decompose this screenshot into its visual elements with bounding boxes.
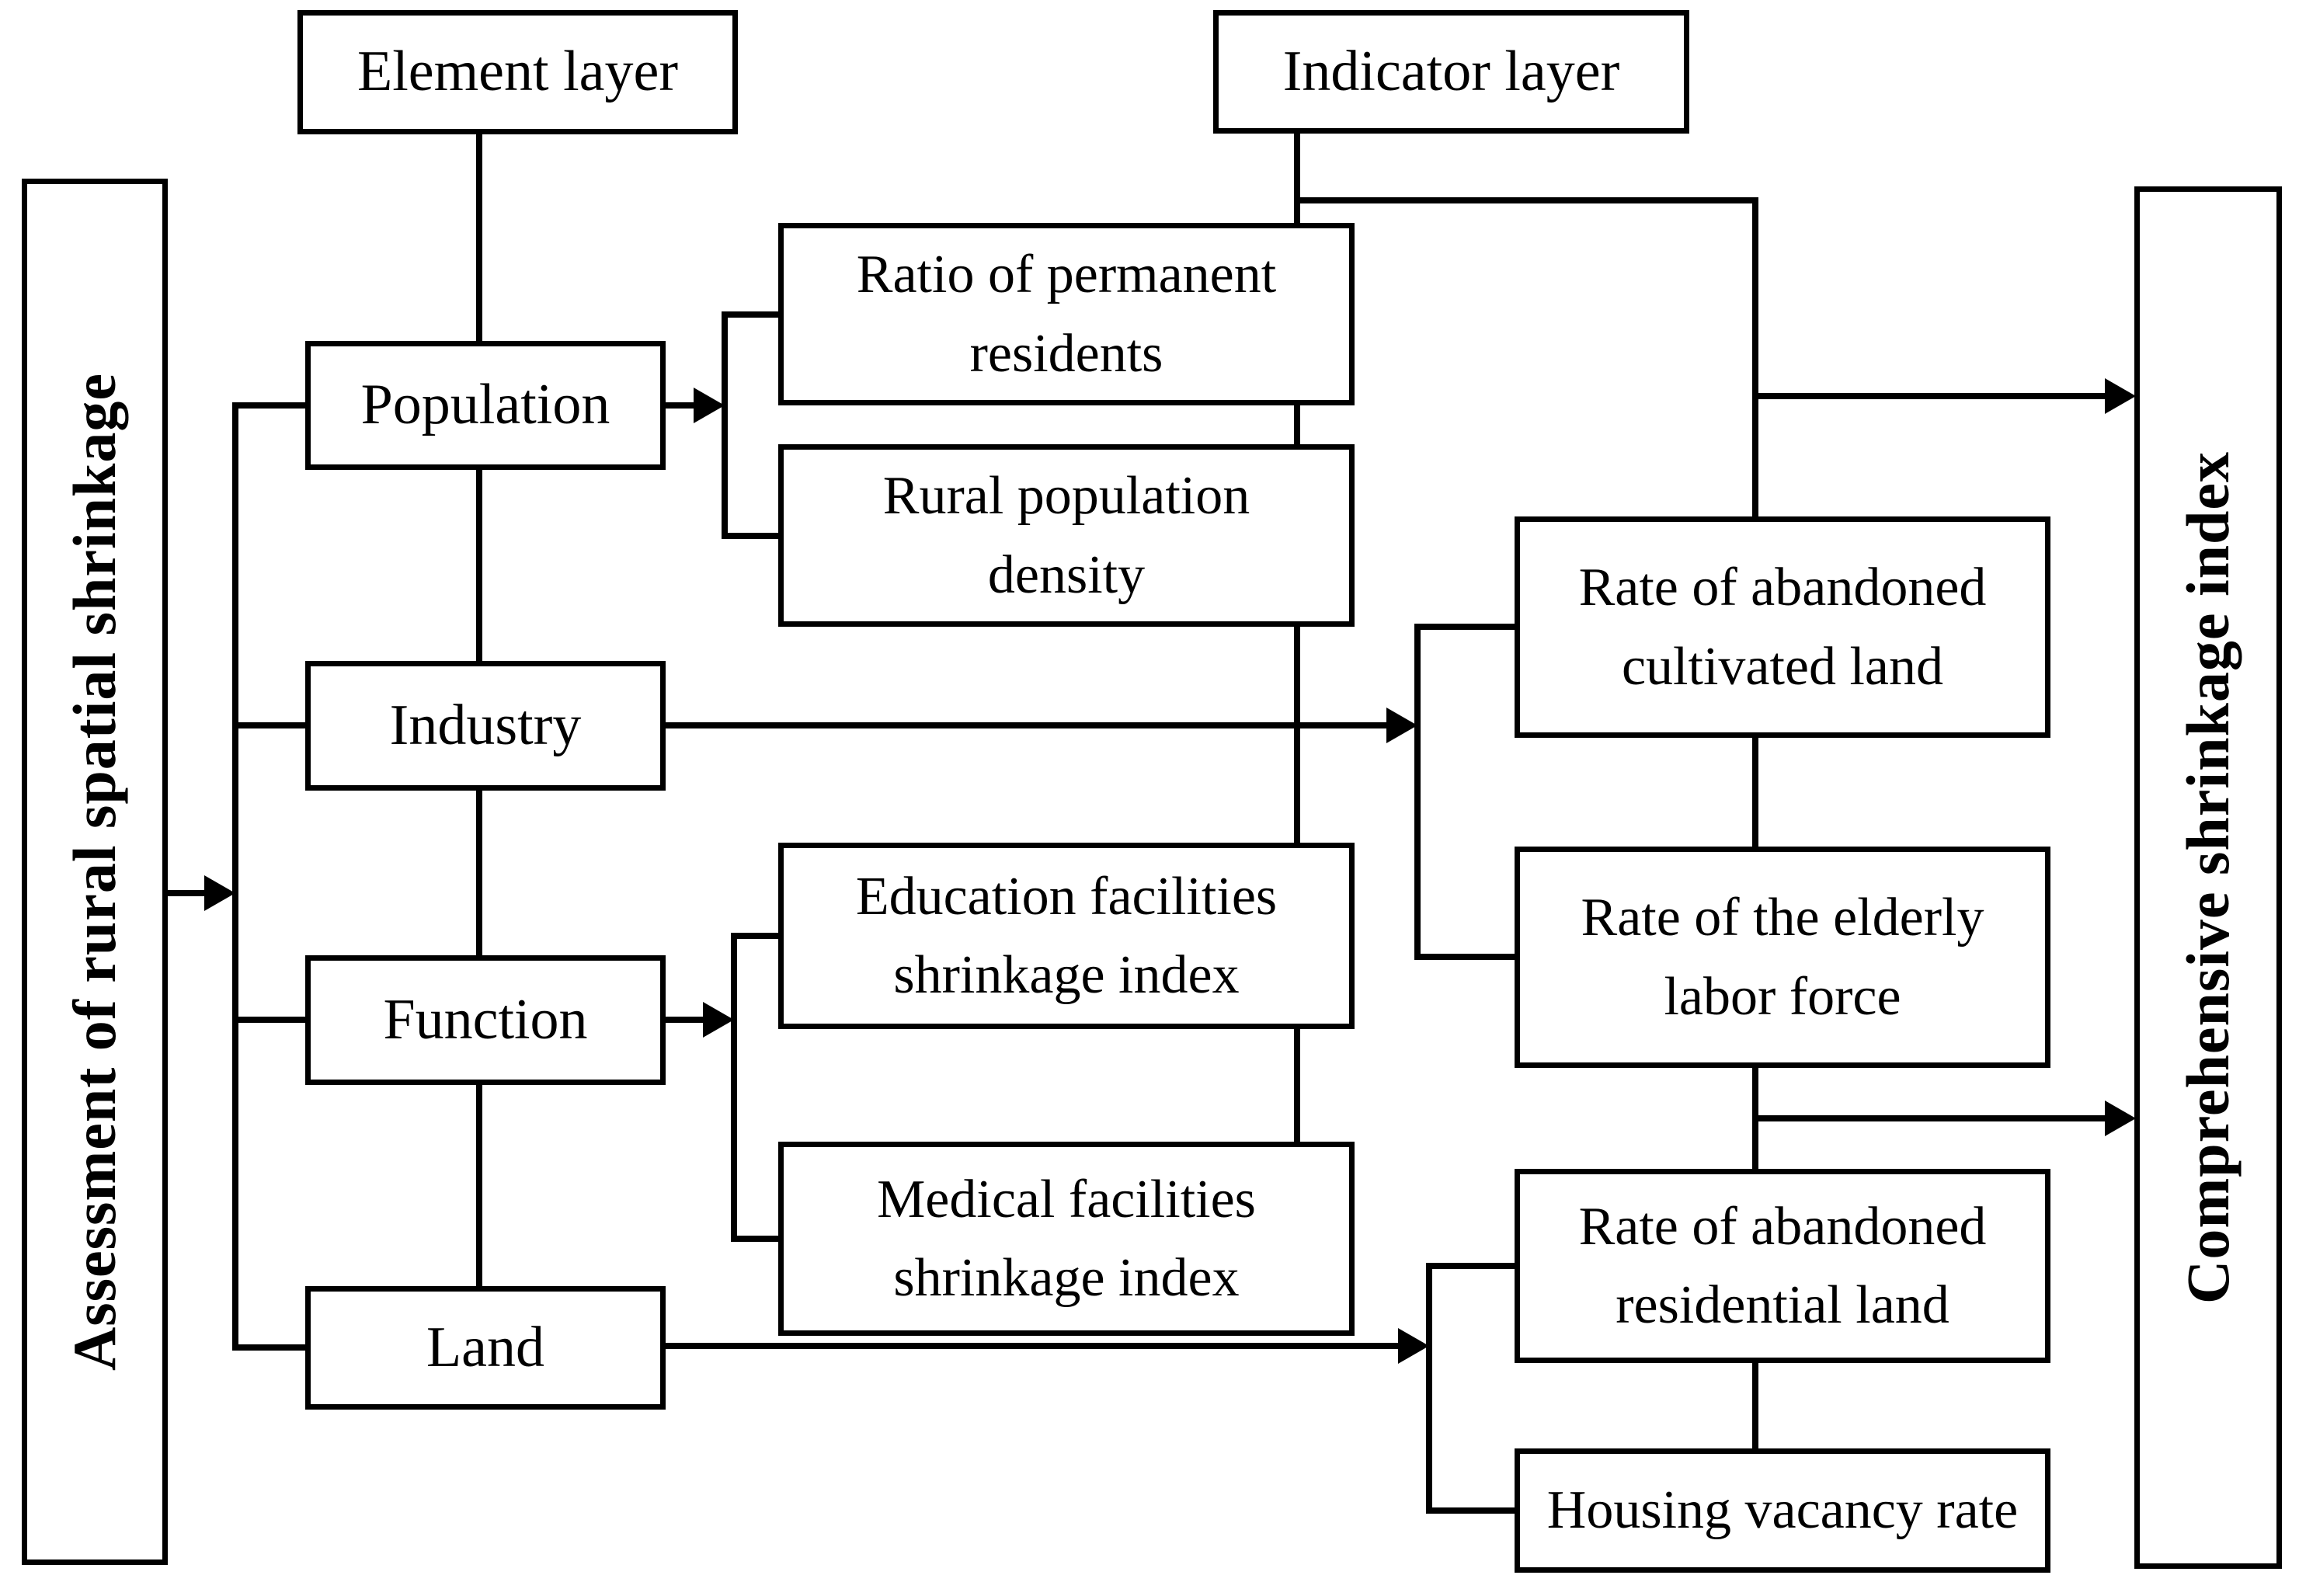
node-elderly-labor-force: Rate of the elderly labor force <box>1515 847 2050 1068</box>
connector-spine-comprehensive-2 <box>1752 1115 2108 1121</box>
connector-indicator-elbow <box>1294 197 1758 203</box>
population-arrowhead-icon <box>694 388 725 423</box>
connector-indicator-layer-drop <box>1294 134 1300 1239</box>
node-industry: Industry <box>305 661 666 791</box>
panel-comprehensive-label: Comprehensive shrinkage index <box>2174 451 2242 1304</box>
assessment-arrowhead-icon <box>204 875 235 911</box>
panel-assessment: Assessment of rural spatial shrinkage <box>22 179 168 1565</box>
node-abandoned-cultivated-land: Rate of abandoned cultivated land <box>1515 516 2050 738</box>
panel-assessment-label: Assessment of rural spatial shrinkage <box>61 372 129 1372</box>
bracket-population-top-tick <box>722 311 784 318</box>
bracket-population-indicators <box>722 311 728 539</box>
node-element-layer: Element layer <box>297 10 738 134</box>
bracket-function-top-tick <box>731 933 784 939</box>
industry-arrowhead-icon <box>1386 708 1417 743</box>
bracket-industry-top-tick <box>1414 624 1517 630</box>
connector-trunk-industry-stub <box>232 722 305 728</box>
node-indicator-layer: Indicator layer <box>1213 10 1689 134</box>
connector-element-trunk <box>232 402 238 1351</box>
node-ratio-permanent-residents: Ratio of permanent residents <box>778 223 1355 405</box>
bracket-industry-bottom-tick <box>1414 954 1517 960</box>
connector-trunk-land-stub <box>232 1344 305 1351</box>
panel-comprehensive: Comprehensive shrinkage index <box>2134 186 2282 1569</box>
function-arrowhead-icon <box>703 1002 734 1038</box>
bracket-land-top-tick <box>1426 1263 1517 1269</box>
bracket-land-indicators <box>1426 1263 1432 1514</box>
bracket-function-bottom-tick <box>731 1236 784 1242</box>
bracket-function-indicators <box>731 933 737 1242</box>
node-rural-population-density: Rural population density <box>778 444 1355 627</box>
connector-indicator-spine <box>1752 197 1758 1448</box>
bracket-population-bottom-tick <box>722 533 784 539</box>
bracket-industry-indicators <box>1414 624 1421 960</box>
connector-trunk-function-stub <box>232 1017 305 1023</box>
connector-function-arrow-shaft <box>666 1017 706 1023</box>
comprehensive-arrowhead-1-icon <box>2105 378 2136 414</box>
node-housing-vacancy: Housing vacancy rate <box>1515 1448 2050 1573</box>
connector-industry-line <box>666 722 1389 728</box>
node-land: Land <box>305 1286 666 1410</box>
connector-land-line <box>666 1343 1401 1349</box>
bracket-land-bottom-tick <box>1426 1507 1517 1514</box>
connector-assessment-arrow-shaft <box>168 890 207 896</box>
node-education-facilities: Education facilities shrinkage index <box>778 843 1355 1029</box>
connector-trunk-population-stub <box>232 402 305 409</box>
node-medical-facilities: Medical facilities shrinkage index <box>778 1142 1355 1336</box>
node-function: Function <box>305 955 666 1085</box>
node-population: Population <box>305 341 666 470</box>
node-abandoned-residential-land: Rate of abandoned residential land <box>1515 1169 2050 1363</box>
connector-spine-comprehensive-1 <box>1752 393 2108 399</box>
connector-population-arrow-shaft <box>666 402 697 409</box>
comprehensive-arrowhead-2-icon <box>2105 1101 2136 1136</box>
land-arrowhead-icon <box>1398 1328 1429 1364</box>
